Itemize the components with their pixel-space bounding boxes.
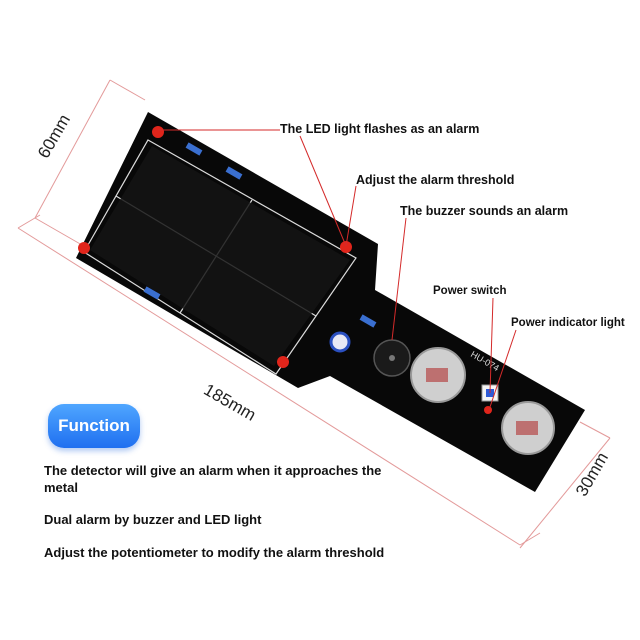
callout-threshold: Adjust the alarm threshold (356, 173, 515, 187)
coil-area (90, 146, 350, 366)
callout-led-flash: The LED light flashes as an alarm (280, 122, 480, 136)
led-group (78, 126, 492, 414)
callout-lines (158, 129, 517, 411)
led-top-left (152, 126, 164, 138)
callout-power-switch: Power switch (433, 285, 507, 297)
led-left (78, 242, 90, 254)
function-badge: Function (48, 404, 140, 448)
callout-buzzer: The buzzer sounds an alarm (400, 204, 569, 218)
battery-right (501, 401, 555, 455)
function-item-3: Adjust the potentiometer to modify the a… (44, 545, 385, 560)
resistors (143, 142, 377, 328)
function-item-2: Dual alarm by buzzer and LED light (44, 512, 262, 527)
potentiometer (329, 331, 351, 353)
dimension-lines (17, 79, 611, 549)
led-bottom (277, 356, 289, 368)
power-led (484, 406, 492, 414)
led-right-top (340, 241, 352, 253)
callout-power-light: Power indicator light (511, 317, 625, 329)
function-item-1: The detector will give an alarm when it … (44, 463, 382, 495)
battery-left (410, 347, 466, 403)
